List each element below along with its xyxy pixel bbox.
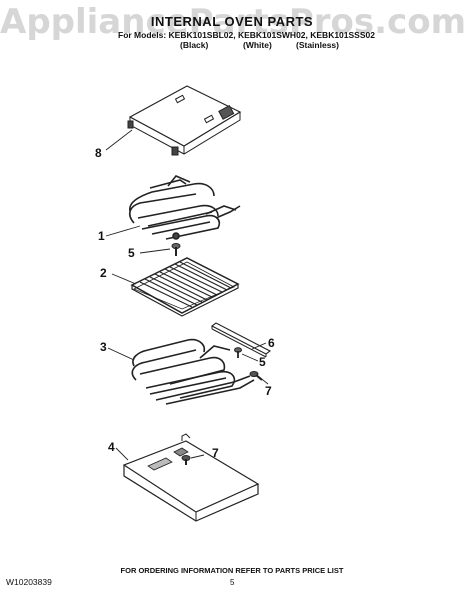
- part-1-broil-element: [128, 175, 241, 240]
- callout-4: 4: [108, 440, 115, 454]
- leader-7b: [190, 454, 205, 459]
- callout-8: 8: [95, 146, 102, 160]
- callout-5-middle: 5: [259, 355, 266, 369]
- ordering-note: FOR ORDERING INFORMATION REFER TO PARTS …: [120, 566, 344, 575]
- part-2-oven-rack: [130, 257, 240, 317]
- part-7-screw-lower: [181, 455, 191, 465]
- callout-6: 6: [268, 336, 275, 350]
- leader-7a: [257, 375, 269, 385]
- callout-7-middle: 7: [265, 384, 272, 398]
- callout-3: 3: [100, 340, 107, 354]
- models-line: For Models: KEBK101SBL02, KEBK101SWH02, …: [118, 30, 375, 40]
- variant-stainless: (Stainless): [296, 40, 339, 50]
- leader-5a: [139, 248, 171, 254]
- part-4-bottom-tray: [122, 433, 260, 522]
- part-6-bracket: [210, 322, 272, 358]
- leader-8: [105, 129, 133, 151]
- callout-7-lower: 7: [212, 446, 219, 460]
- callout-2: 2: [100, 266, 107, 280]
- leader-5b: [241, 353, 259, 362]
- variant-white: (White): [243, 40, 272, 50]
- page-number: 5: [230, 578, 235, 587]
- part-7-screw-middle: [249, 371, 263, 381]
- page-title: INTERNAL OVEN PARTS: [150, 14, 314, 29]
- leader-3: [107, 347, 135, 361]
- variant-black: (Black): [180, 40, 209, 50]
- part-8-bottom-cover: [127, 85, 242, 156]
- leader-4: [115, 447, 129, 461]
- callout-1: 1: [98, 229, 105, 243]
- leader-6: [251, 342, 267, 350]
- callout-5-upper: 5: [128, 246, 135, 260]
- leader-1: [105, 225, 141, 237]
- document-id: W10203839: [6, 577, 52, 587]
- part-3-bake-element: [131, 338, 255, 405]
- part-5-screw-middle: [234, 347, 242, 358]
- leader-2: [111, 273, 137, 285]
- watermark: AppliancePartsPros.com: [0, 2, 464, 42]
- part-5-screw-upper: [171, 243, 181, 256]
